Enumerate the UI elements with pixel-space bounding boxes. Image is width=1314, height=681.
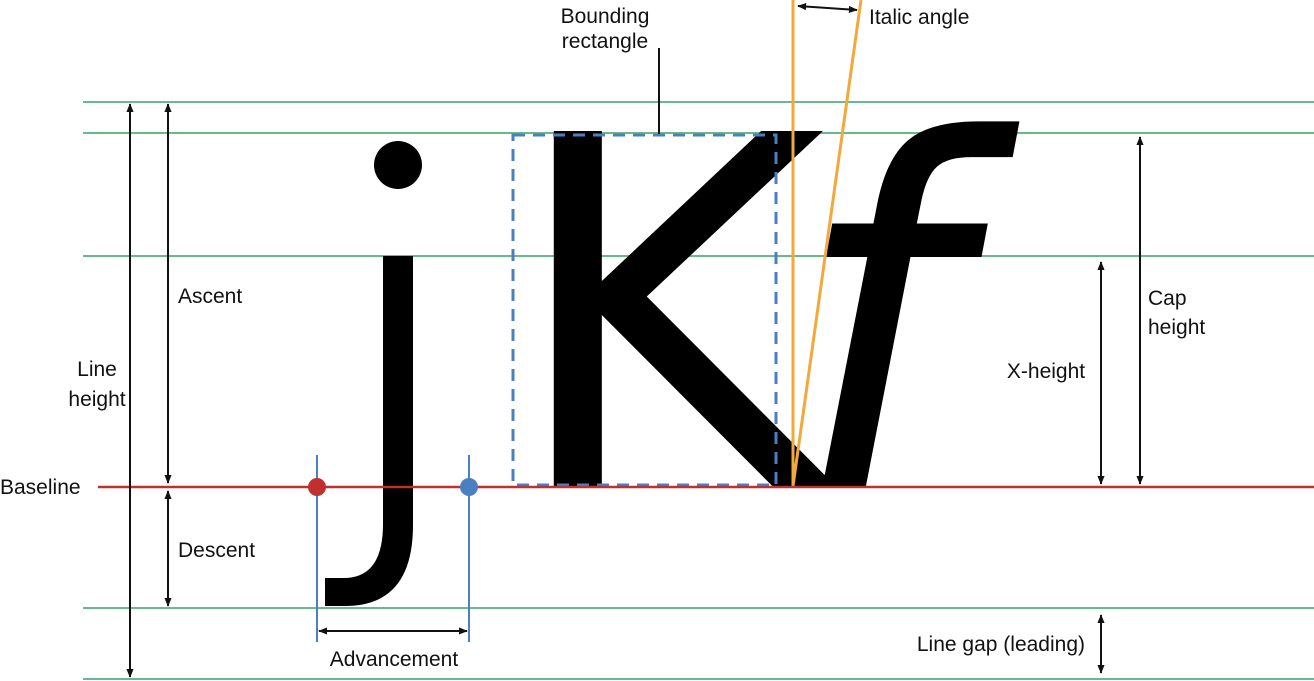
line-height-label-line1: Line (77, 358, 117, 381)
glyph-j (325, 141, 422, 606)
cap-height-label-line2: height (1148, 316, 1205, 339)
x-height-label: X-height (1007, 360, 1085, 383)
cap-height-label-line1: Cap (1148, 287, 1187, 310)
advance-dot (460, 478, 478, 496)
ascent-label: Ascent (178, 285, 242, 308)
line-gap-label: Line gap (leading) (917, 633, 1085, 656)
bounding-rectangle-label-line1: Bounding (561, 5, 650, 28)
advancement-label: Advancement (330, 648, 459, 671)
line-height-label-line2: height (68, 388, 125, 411)
italic-slant-line (791, 0, 863, 487)
bounding-rectangle-label-line2: rectangle (562, 30, 648, 53)
glyph-f: f (790, 41, 1023, 600)
bounding-rectangle (511, 133, 778, 487)
italic-angle-label: Italic angle (869, 6, 969, 29)
origin-dot (308, 478, 326, 496)
glyph-k: K (506, 34, 841, 601)
baseline-label: Baseline (0, 476, 81, 499)
italic-angle-arrow (797, 2, 858, 14)
descent-label: Descent (178, 539, 255, 562)
